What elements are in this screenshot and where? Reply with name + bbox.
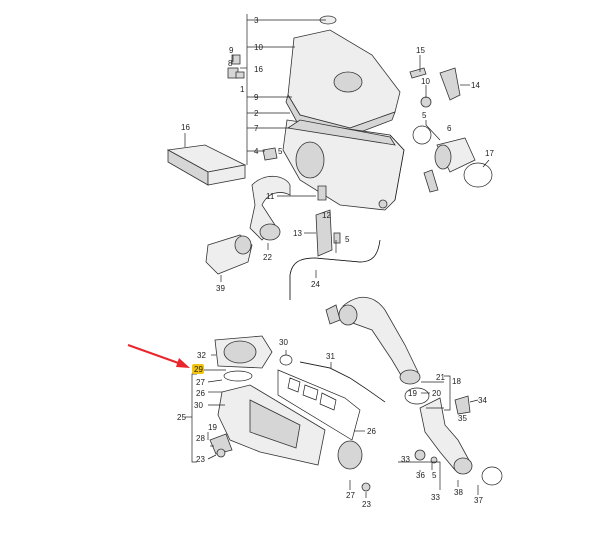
intake-hose <box>249 175 291 241</box>
callout-36: 36 <box>416 471 425 480</box>
callout-labels: 3 10 9 8 16 1 9 2 7 4 5 16 15 10 14 5 6 … <box>177 16 494 509</box>
callout-30: 30 <box>279 338 288 347</box>
callout-32: 32 <box>197 351 206 360</box>
callout-38: 38 <box>454 488 463 497</box>
callout-24: 24 <box>311 280 320 289</box>
callout-19: 19 <box>208 423 217 432</box>
callout-23: 23 <box>196 455 205 464</box>
callout-37: 37 <box>474 496 483 505</box>
callout-26: 26 <box>367 427 376 436</box>
callout-7: 7 <box>254 124 259 133</box>
callout-11: 11 <box>266 192 275 201</box>
callout-28: 28 <box>196 434 205 443</box>
callout-5: 5 <box>345 235 350 244</box>
callout-19: 19 <box>408 389 417 398</box>
callout-5: 5 <box>278 147 283 156</box>
callout-10: 10 <box>421 77 430 86</box>
callout-33: 33 <box>401 455 410 464</box>
callout-6: 6 <box>447 124 452 133</box>
callout-27: 27 <box>196 378 205 387</box>
callout-21: 21 <box>436 373 445 382</box>
callout-14: 14 <box>471 81 480 90</box>
callout-12: 12 <box>322 211 331 220</box>
callout-35: 35 <box>458 414 467 423</box>
air-mass-sensor <box>409 67 493 188</box>
callout-10: 10 <box>254 43 263 52</box>
callout-9: 9 <box>229 46 234 55</box>
callout-20: 20 <box>432 389 441 398</box>
callout-18: 18 <box>452 377 461 386</box>
callout-27: 27 <box>346 491 355 500</box>
resonator <box>205 234 253 275</box>
callout-30: 30 <box>194 401 203 410</box>
callout-1: 1 <box>240 85 245 94</box>
callout-15: 15 <box>416 46 425 55</box>
callout-13: 13 <box>293 229 302 238</box>
red-arrow <box>127 344 190 368</box>
connecting-tube <box>279 354 386 403</box>
small-hardware <box>227 54 439 257</box>
air-filter-housing <box>282 15 405 211</box>
callout-33: 33 <box>431 493 440 502</box>
callout-16: 16 <box>254 65 263 74</box>
callout-5: 5 <box>432 471 437 480</box>
callout-16: 16 <box>181 123 190 132</box>
callout-2: 2 <box>254 109 259 118</box>
callout-4: 4 <box>254 147 259 156</box>
callout-22: 22 <box>263 253 272 262</box>
callout-3: 3 <box>254 16 259 25</box>
lower-pipe <box>414 395 503 486</box>
callout-31: 31 <box>326 352 335 361</box>
charge-air-hose <box>325 297 430 405</box>
breather-pipe <box>289 239 381 300</box>
callout-17: 17 <box>485 149 494 158</box>
callout-26: 26 <box>196 389 205 398</box>
callout-29: 29 <box>194 365 203 374</box>
callout-34: 34 <box>478 396 487 405</box>
callout-25: 25 <box>177 413 186 422</box>
callout-39: 39 <box>216 284 225 293</box>
callout-5: 5 <box>422 111 427 120</box>
leader-lines <box>184 14 490 498</box>
filter-element <box>166 144 247 186</box>
manifold-gasket <box>277 369 361 441</box>
highlight-box <box>192 364 204 374</box>
callout-9: 9 <box>254 93 259 102</box>
throttle-body <box>214 335 273 382</box>
intake-manifold <box>209 384 371 492</box>
callout-23: 23 <box>362 500 371 509</box>
callout-8: 8 <box>228 59 233 68</box>
